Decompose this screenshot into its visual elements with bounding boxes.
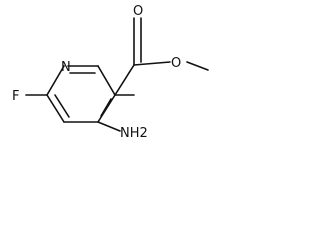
bond-n1-c2 [46, 65, 65, 96]
atom-label-ester-oxygen: O [171, 56, 181, 71]
bond-ring-c-to-carbonyl-c [114, 64, 135, 96]
bond-c4-c5 [97, 94, 116, 123]
bond-carbonyl-c-ester-o [133, 61, 171, 66]
atom-label-nitrogen-ring: N [61, 60, 71, 75]
atom-label-carbonyl-oxygen: O [133, 4, 143, 19]
structure-diagram: N F NH2 O O [0, 0, 218, 141]
bond-c2-c3 [46, 94, 65, 123]
double-bond-c2-c3-inner [54, 94, 70, 118]
atom-label-fluorine: F [12, 89, 19, 104]
bond-ester-o-methyl [186, 61, 209, 71]
double-bond-c4-c5-inner [100, 98, 112, 117]
atom-label-amino: NH2 [120, 126, 148, 140]
bond-c4-nh2 [97, 121, 121, 132]
molecule-drawing: N F NH2 O O [12, 4, 209, 141]
bond-c5-c6 [97, 65, 116, 96]
